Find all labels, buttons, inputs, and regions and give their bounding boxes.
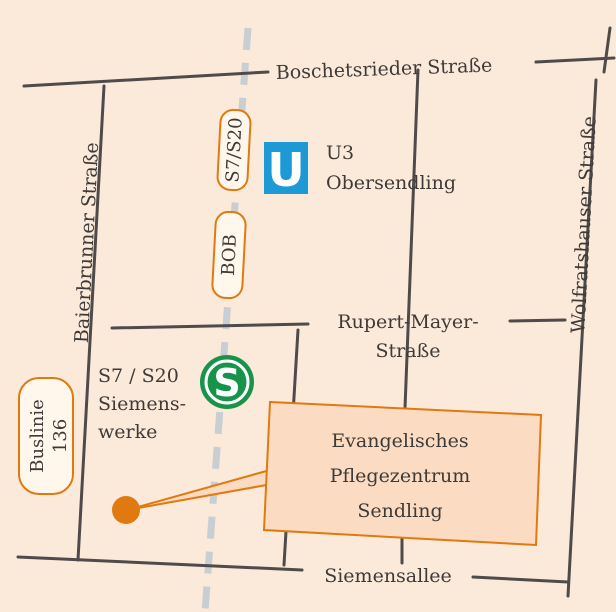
rail-label-s7s20-pill: S7/S20 bbox=[216, 108, 252, 192]
callout-pointer bbox=[126, 469, 273, 511]
sbahn-station-label-2: werke bbox=[98, 421, 157, 443]
road-mid-vertical bbox=[403, 68, 420, 410]
railway-line bbox=[201, 27, 252, 612]
ubahn-station-label: Obersendling bbox=[326, 172, 456, 194]
road-boschetsrieder-east bbox=[534, 56, 616, 64]
bus-line-number: 136 bbox=[50, 419, 71, 453]
street-label-siemensallee: Siemensallee bbox=[324, 565, 452, 587]
destination-name-line2: Pflegezentrum bbox=[330, 465, 471, 487]
ubahn-logo-icon: U bbox=[264, 142, 308, 197]
sbahn-line-label: S7 / S20 bbox=[98, 365, 179, 387]
sbahn-logo-icon: S bbox=[200, 355, 254, 409]
location-marker-icon bbox=[112, 496, 140, 524]
rail-label-s7s20: S7/S20 bbox=[222, 117, 246, 183]
street-label-rupert-mayer-1: Rupert-Mayer- bbox=[337, 311, 478, 333]
destination-callout: Evangelisches Pflegezentrum Sendling bbox=[262, 400, 543, 547]
rail-label-bob: BOB bbox=[218, 234, 241, 277]
road-baierbrunner bbox=[76, 84, 106, 562]
road-boschetsrieder bbox=[22, 70, 270, 88]
street-label-baierbrunner: Baierbrunner Straße bbox=[71, 142, 103, 344]
road-siemensallee-east bbox=[471, 575, 570, 584]
road-siemensallee bbox=[16, 555, 304, 572]
road-east-vertical bbox=[602, 26, 612, 74]
ubahn-letter: U bbox=[267, 143, 304, 197]
street-label-boschetsrieder: Boschetsrieder Straße bbox=[275, 54, 492, 84]
destination-name-line1: Evangelisches bbox=[331, 430, 468, 452]
bus-line-label: Buslinie bbox=[27, 399, 48, 473]
destination-name-line3: Sendling bbox=[357, 500, 442, 522]
sbahn-station-label-1: Siemens- bbox=[98, 393, 186, 415]
street-label-rupert-mayer-2: Straße bbox=[376, 340, 441, 362]
ubahn-line-label: U3 bbox=[326, 142, 354, 164]
sbahn-letter: S bbox=[213, 361, 240, 405]
rail-label-bob-pill: BOB bbox=[211, 210, 247, 300]
road-rupert-mayer-east bbox=[508, 318, 567, 323]
bus-line-pill: Buslinie 136 bbox=[18, 377, 74, 495]
road-wolfratshauser bbox=[566, 78, 598, 598]
street-label-wolfratshauser: Wolfratshauser Straße bbox=[567, 116, 600, 334]
road-rupert-mayer bbox=[110, 322, 310, 330]
